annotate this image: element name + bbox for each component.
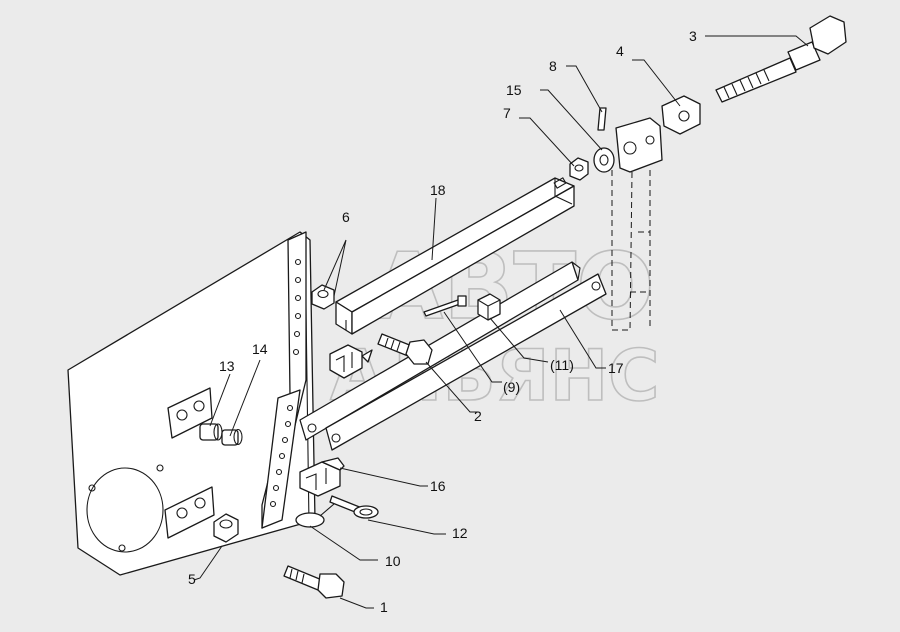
bushing-14 — [221, 428, 243, 446]
block-11 — [477, 293, 501, 321]
spring-clip-10 — [295, 503, 335, 528]
clevis-upper — [329, 344, 373, 379]
clevis-16 — [299, 457, 345, 497]
adjusting-screw-3 — [715, 15, 847, 103]
callout-15: 15 — [506, 82, 522, 98]
callout-17: 17 — [608, 360, 624, 376]
callout-5: 5 — [188, 571, 196, 587]
bolt-1 — [283, 565, 345, 599]
callout-9: (9) — [503, 379, 520, 395]
cotter-pin-8 — [597, 107, 607, 131]
callout-2: 2 — [474, 408, 482, 424]
pin-9 — [423, 295, 467, 317]
link-bar-17b — [325, 273, 607, 451]
callout-8: 8 — [549, 58, 557, 74]
leader-lines — [193, 35, 809, 609]
swivel-block-4 — [661, 95, 701, 135]
callout-13: 13 — [219, 358, 235, 374]
callout-4: 4 — [616, 43, 624, 59]
callouts: 1 2 3 4 5 6 7 8 (9) 10 (11) 12 13 14 15 … — [188, 28, 697, 615]
right-bracket — [611, 117, 663, 331]
callout-6: 6 — [342, 209, 350, 225]
callout-3: 3 — [689, 28, 697, 44]
callout-18: 18 — [430, 182, 446, 198]
nut-5 — [213, 513, 239, 543]
callout-12: 12 — [452, 525, 468, 541]
callout-1: 1 — [380, 599, 388, 615]
washer-15 — [593, 147, 615, 173]
clevis-pin-12 — [329, 495, 379, 519]
upper-bracket-plate — [167, 387, 213, 439]
callout-14: 14 — [252, 341, 268, 357]
callout-16: 16 — [430, 478, 446, 494]
perforated-strip — [261, 231, 307, 529]
nut-7 — [569, 157, 589, 181]
callout-10: 10 — [385, 553, 401, 569]
bolt-2 — [377, 333, 433, 365]
lower-bracket-plate — [164, 486, 215, 539]
nut-6 — [311, 284, 335, 310]
callout-11: (11) — [550, 357, 574, 373]
link-bar-18 — [335, 177, 575, 335]
callout-7: 7 — [503, 105, 511, 121]
